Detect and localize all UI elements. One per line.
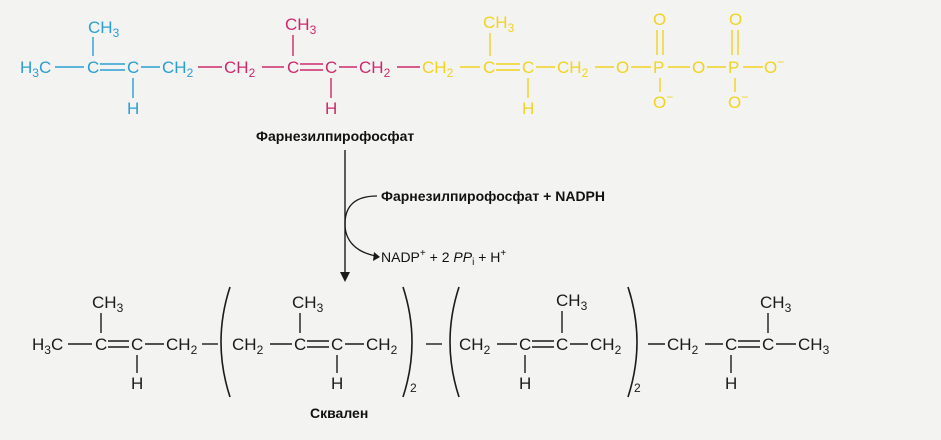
- bracket-open-1: [220, 286, 231, 398]
- atom-ch2-e: CH2: [590, 335, 622, 357]
- curved-arrow: [344, 195, 378, 257]
- atom-ch2-a: CH2: [166, 335, 198, 357]
- farnesyl-pyrophosphate-name: Фарнезилпирофосфат: [256, 128, 414, 144]
- bracket-open-2: [449, 286, 460, 398]
- atom-c4: C: [331, 335, 343, 354]
- atom-h3c: H3C: [32, 335, 63, 357]
- atom-o-top-1: O: [653, 10, 666, 29]
- atom-ch2-5: CH2: [557, 58, 589, 80]
- atom-c5: C: [519, 335, 531, 354]
- atom-ch3-e: CH3: [798, 335, 830, 357]
- atom-o1: O: [616, 58, 629, 77]
- atom-ch2-c: CH2: [366, 335, 398, 357]
- atom-ch3-d: CH3: [760, 293, 792, 315]
- atom-ch3-a: CH3: [92, 293, 124, 315]
- atom-c7: C: [725, 335, 737, 354]
- atom-p1: P: [653, 58, 664, 77]
- atom-ch2-1: CH2: [162, 58, 194, 80]
- squalene-name: Сквален: [310, 405, 368, 421]
- atom-c4: C: [325, 58, 337, 77]
- isoprene-unit-magenta: CH2 C CH3 C H CH2: [198, 15, 420, 118]
- atom-ch3-3: CH3: [483, 13, 515, 35]
- atom-ch2-2: CH2: [224, 58, 256, 80]
- isoprene-unit-yellow: CH2 C CH3 C H CH2 O P O O− O P O: [422, 10, 784, 118]
- reaction-arrow: Фарнезилпирофосфат + NADPH NADP+ + 2 PPi…: [340, 150, 605, 282]
- atom-h-a: H: [131, 374, 143, 393]
- atom-ch3-b: CH3: [292, 293, 324, 315]
- atom-c3: C: [287, 58, 299, 77]
- atom-h-d: H: [725, 374, 737, 393]
- farnesyl-pyrophosphate-structure: H3C C CH3 C H CH2 CH2 C CH3 C H: [20, 10, 784, 144]
- reaction-reactants: Фарнезилпирофосфат + NADPH: [381, 188, 605, 204]
- atom-c3: C: [294, 335, 306, 354]
- atom-ch2-4: CH2: [422, 58, 454, 80]
- atom-ch3-2: CH3: [285, 15, 317, 37]
- atom-o2: O: [692, 58, 705, 77]
- atom-c6: C: [556, 335, 568, 354]
- bracket-close-1: [402, 286, 413, 398]
- atom-ch3-1: CH3: [88, 18, 120, 40]
- repeat-count-2: 2: [634, 381, 641, 395]
- isoprene-unit-blue: H3C C CH3 C H CH2: [20, 18, 194, 118]
- atom-c5: C: [483, 58, 495, 77]
- atom-h3: H: [522, 99, 534, 118]
- atom-c2: C: [131, 335, 143, 354]
- atom-h1: H: [127, 99, 139, 118]
- arrow-head: [340, 272, 350, 282]
- atom-ch2-d: CH2: [459, 335, 491, 357]
- atom-ch2-3: CH2: [359, 58, 391, 80]
- atom-c1: C: [95, 335, 107, 354]
- atom-h2: H: [325, 99, 337, 118]
- atom-ch2-f: CH2: [667, 335, 699, 357]
- atom-c8: C: [762, 335, 774, 354]
- atom-o-bottom-1: O−: [653, 90, 673, 112]
- atom-h3c: H3C: [20, 58, 51, 80]
- atom-o-bottom-2: O−: [728, 90, 748, 112]
- atom-c2: C: [127, 58, 139, 77]
- atom-o3: O−: [764, 55, 784, 77]
- reaction-products: NADP+ + 2 PPi + H+: [381, 248, 506, 268]
- atom-p2: P: [728, 58, 739, 77]
- atom-ch2-b: CH2: [232, 335, 264, 357]
- atom-c6: C: [522, 58, 534, 77]
- atom-h-b: H: [331, 374, 343, 393]
- bracket-close-2: [627, 286, 638, 398]
- atom-h-c: H: [519, 374, 531, 393]
- repeat-count-1: 2: [410, 381, 417, 395]
- atom-c1: C: [87, 58, 99, 77]
- squalene-structure: H3C C CH3 C H CH2 CH2 C CH3 C H CH2 2 CH…: [32, 286, 830, 421]
- atom-o-top-2: O: [729, 10, 742, 29]
- atom-ch3-c: CH3: [556, 291, 588, 313]
